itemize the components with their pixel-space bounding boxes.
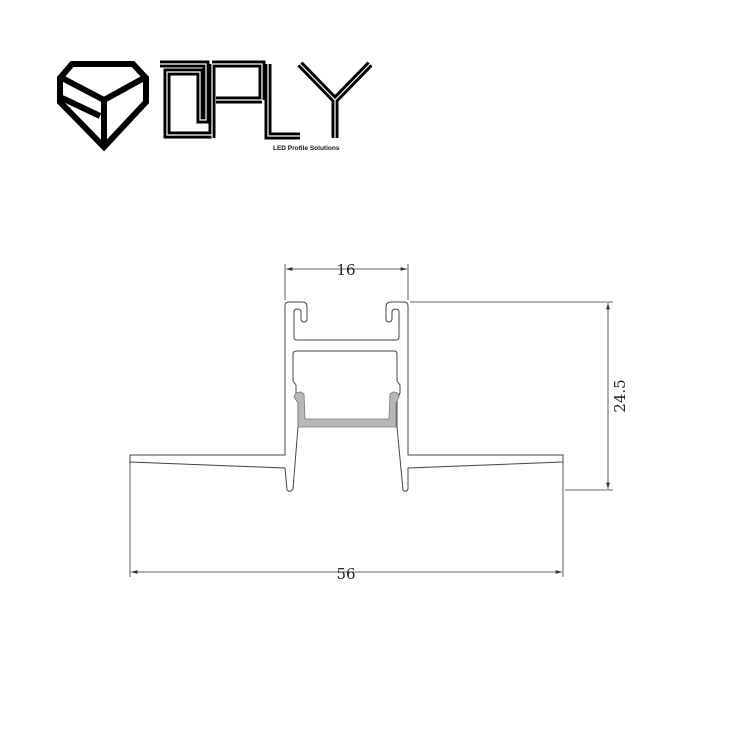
logo-icon <box>57 61 149 152</box>
dimension-label-56: 56 <box>336 565 355 583</box>
diffuser <box>293 391 400 428</box>
logo: LED Profile Solutions <box>57 60 373 152</box>
profile-outline <box>129 301 564 492</box>
logo-tagline: LED Profile Solutions <box>273 145 340 152</box>
dimension-width-top: 16 <box>284 261 409 300</box>
dimension-label-16: 16 <box>336 261 355 279</box>
logo-lettering <box>160 60 373 140</box>
profile-section <box>129 301 564 492</box>
dimension-label-24-5: 24.5 <box>611 379 629 412</box>
dimension-width-total: 56 <box>129 462 564 583</box>
dimension-height: 24.5 <box>410 301 629 491</box>
